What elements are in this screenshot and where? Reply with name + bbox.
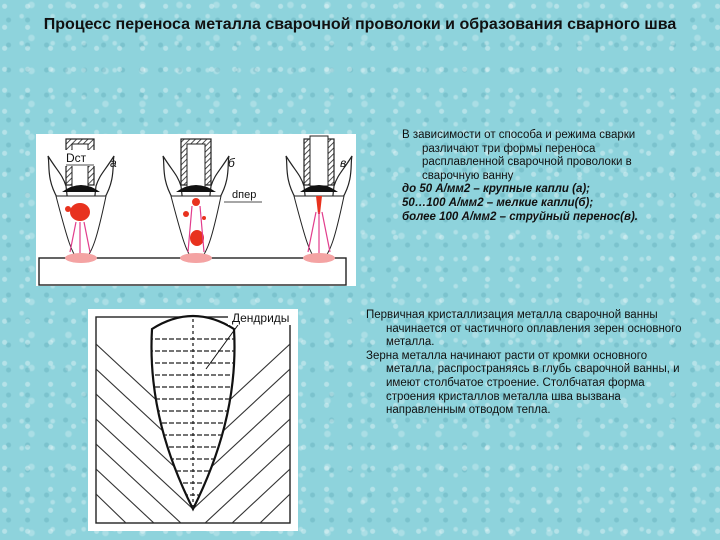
metal-transfer-figure: Dст а б dпер в [36,134,356,286]
panel-label-a: а [110,156,117,170]
crystallization-para-1: Первичная кристаллизация металла сварочн… [366,309,682,349]
spray-stream-icon [316,196,322,214]
weld-pool [150,314,236,512]
transfer-intro: В зависимости от способа и режима сварки… [402,129,636,182]
transfer-panel-a: Dст а [47,138,117,263]
crystallization-para-2: Зерна металла начинают расти от кромки о… [366,349,680,417]
transfer-item-b: 50…100 А/мм2 – мелкие капли(б); [402,196,594,209]
transfer-panel-b: б dпер [162,138,262,263]
dendrites-label: Дендриды [232,311,289,325]
panel-label-c: в [340,156,346,170]
slide-title: Процесс переноса металла сварочной прово… [43,16,677,33]
droplet-large-icon [70,203,90,221]
panel-label-b: б [228,156,236,170]
dper-label: dпер [232,189,256,201]
crystallization-text: Первичная кристаллизация металла сварочн… [366,309,684,418]
transfer-item-c: более 100 А/мм2 – струйный перенос(в). [402,210,638,223]
transfer-panel-c: в [285,135,353,263]
dst-label: Dст [66,151,87,165]
transfer-item-a: до 50 А/мм2 – крупные капли (а); [402,183,590,196]
weld-crystallization-figure: Дендриды [88,309,298,531]
transfer-modes-text: В зависимости от способа и режима сварки… [402,129,680,224]
droplet-small-icon [190,230,204,246]
